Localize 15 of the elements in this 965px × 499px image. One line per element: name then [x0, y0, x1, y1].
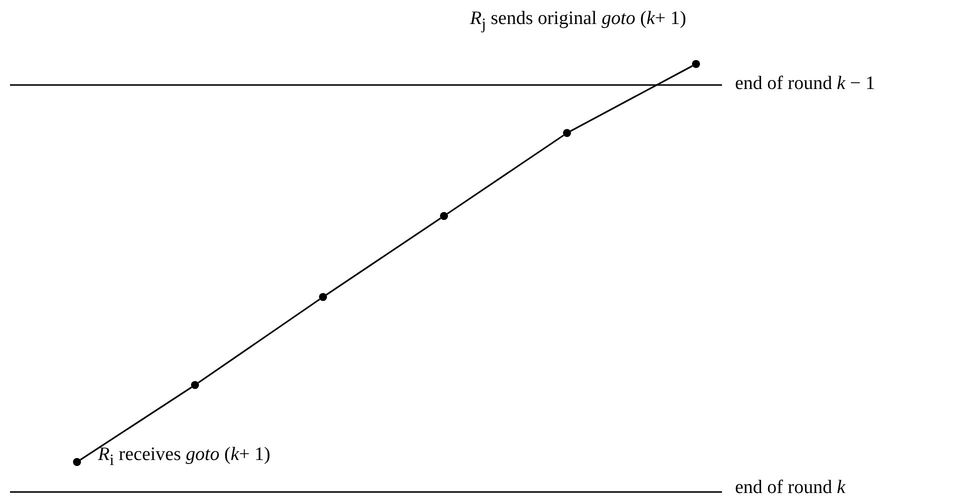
- message-line: [326, 218, 442, 296]
- message-line: [446, 134, 564, 214]
- message-line: [570, 65, 693, 132]
- round-label: end of round k − 1: [735, 73, 875, 95]
- event-dot: [73, 458, 81, 466]
- event-caption: R$_{j}$ sends original goto (k+ 1): [470, 8, 686, 34]
- event-dot: [191, 381, 199, 389]
- event-dot: [440, 212, 448, 220]
- event-caption: R$_{i}$ receives goto (k+ 1): [98, 444, 270, 470]
- message-line: [80, 386, 192, 460]
- event-dot: [563, 129, 571, 137]
- message-line: [198, 298, 320, 384]
- event-dot: [319, 293, 327, 301]
- round-label: end of round k: [735, 477, 846, 499]
- event-dot: [692, 60, 700, 68]
